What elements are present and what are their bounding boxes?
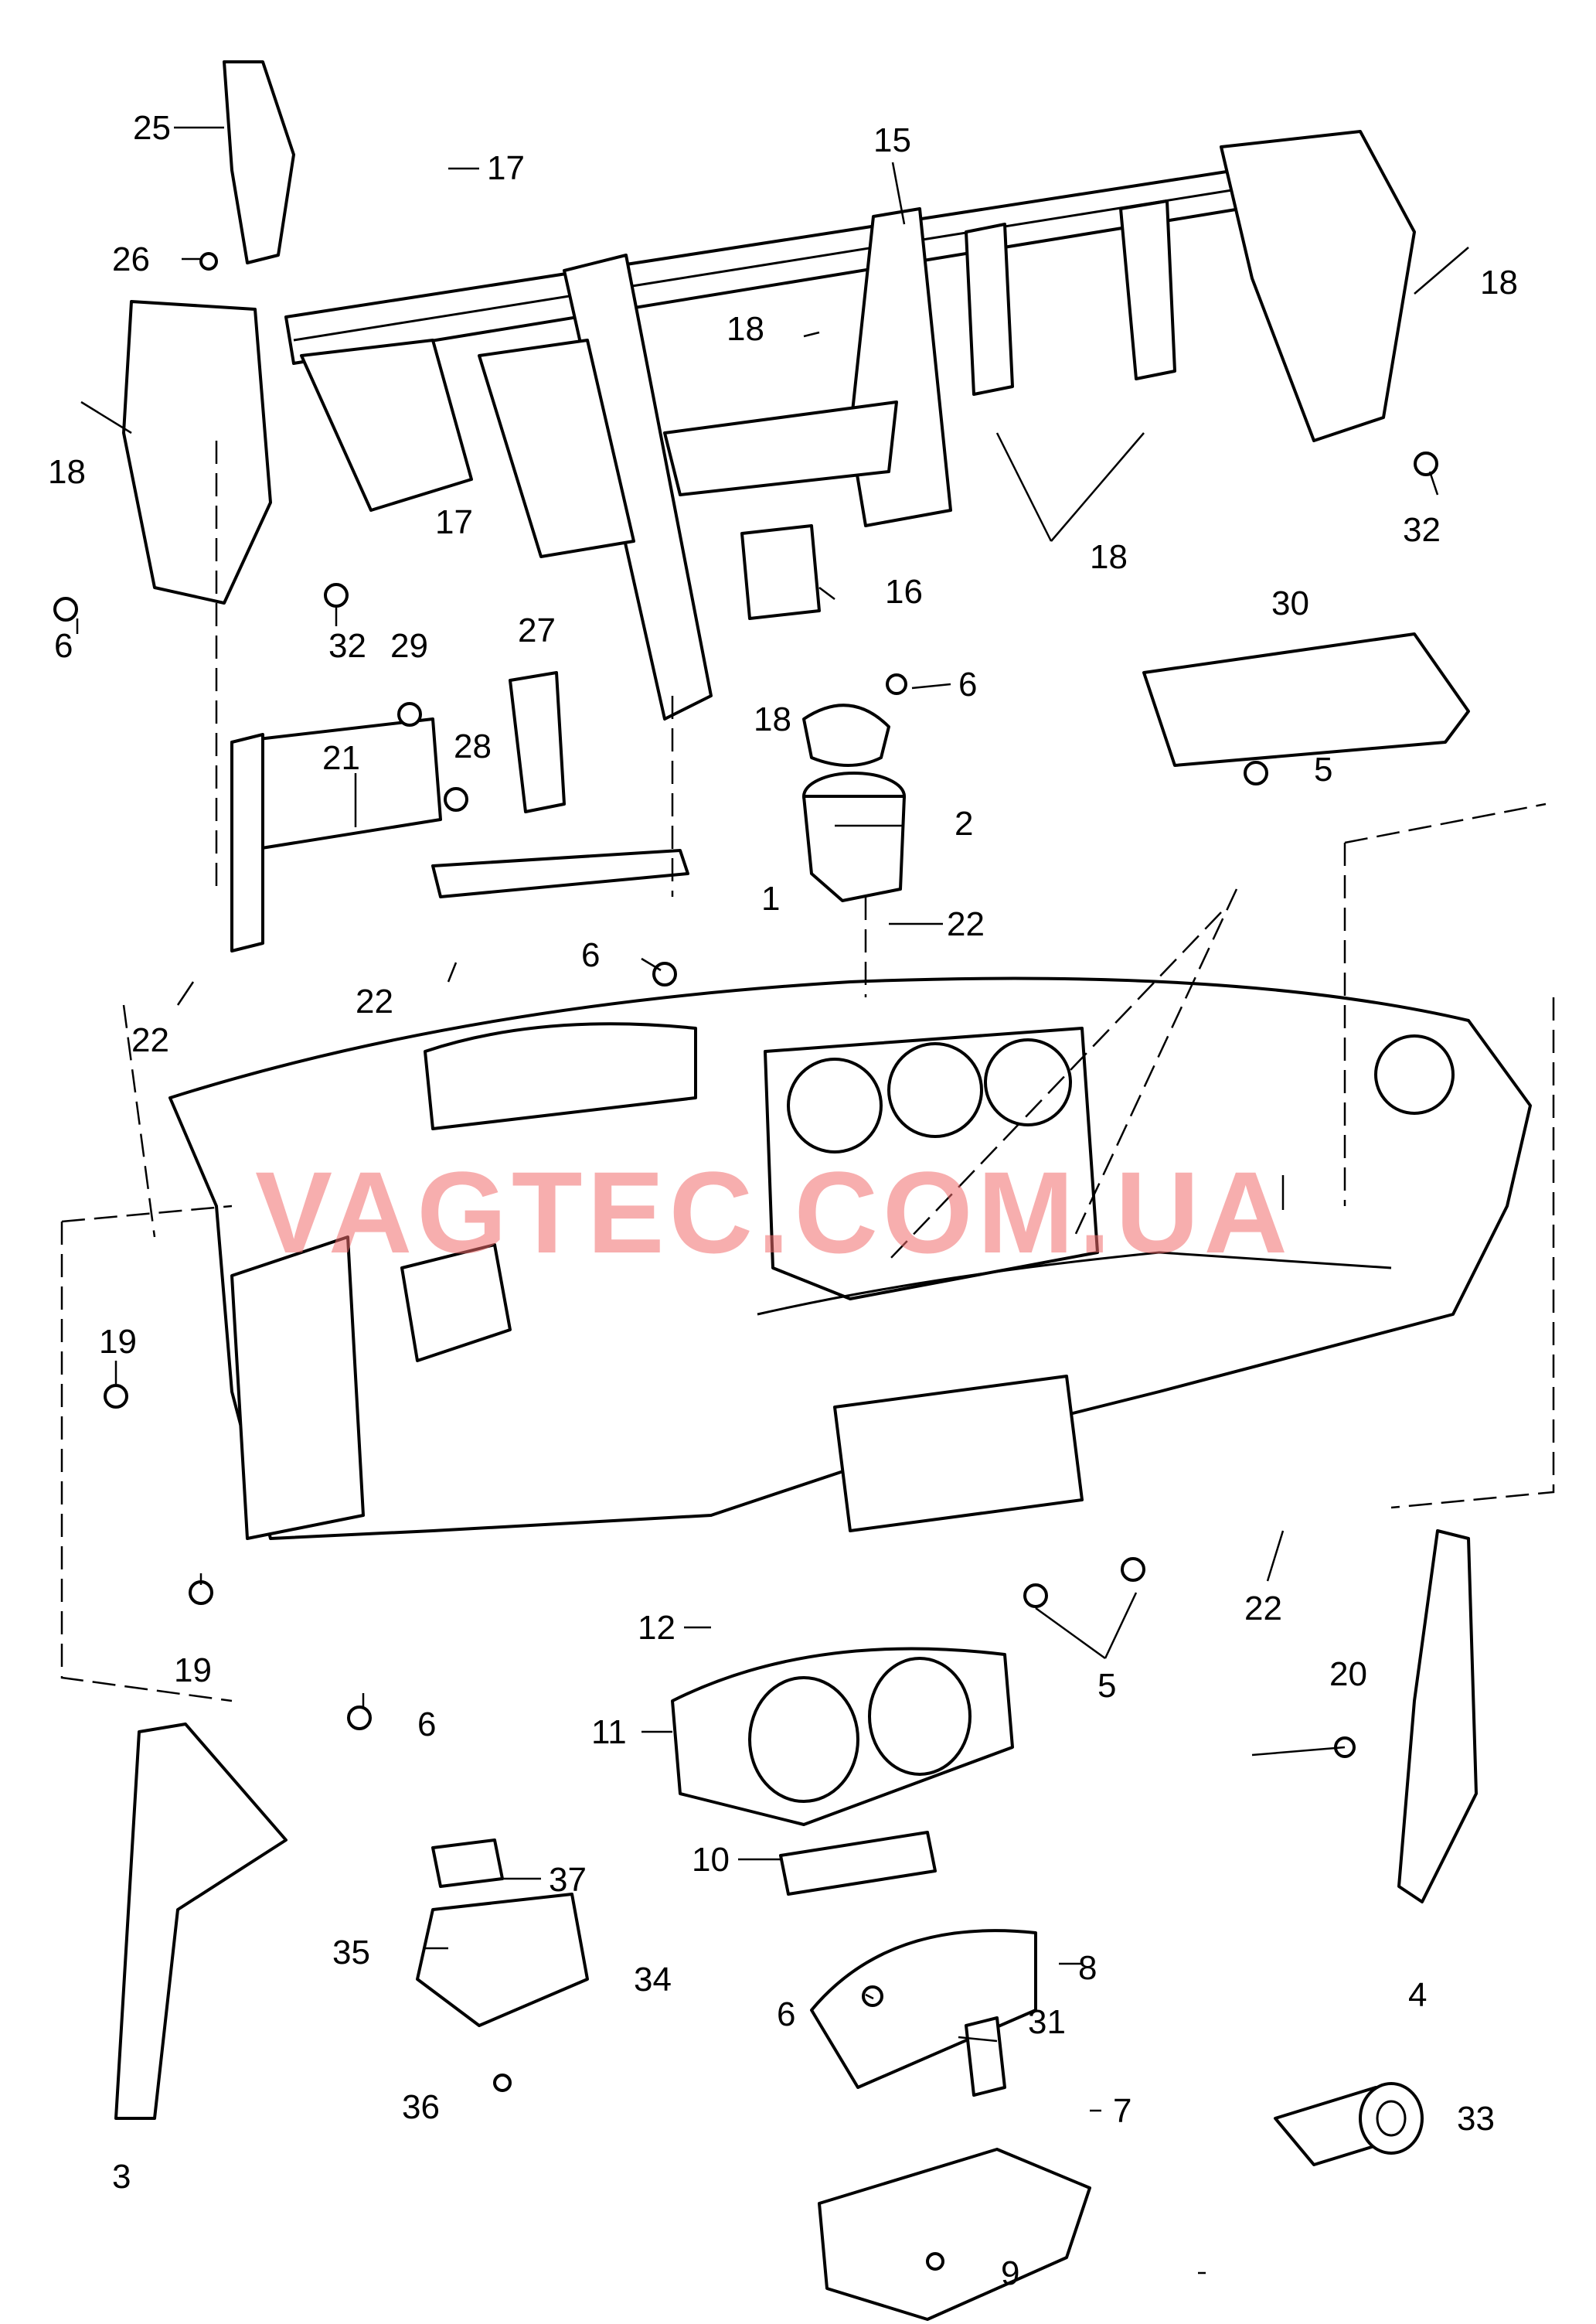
label-26: 26: [112, 240, 150, 278]
part-21-arm: [431, 849, 689, 898]
label-19-bottom: 19: [174, 1651, 212, 1689]
label-6-mid: 6: [581, 936, 600, 974]
part-8-shroud-upper: [810, 1929, 1037, 2089]
label-17-top: 17: [487, 149, 525, 187]
label-11: 11: [591, 1713, 627, 1751]
label-3: 3: [112, 2158, 131, 2196]
label-25: 25: [133, 109, 171, 147]
part-21-rail: [230, 733, 264, 952]
part-10-trim: [779, 1831, 937, 1896]
part-37-cap: [431, 1838, 504, 1888]
assembly-lines: [60, 441, 1555, 1702]
part-3-trim: [114, 1723, 288, 2120]
label-16: 16: [885, 573, 923, 611]
label-22-ignition: 22: [947, 905, 985, 943]
label-10: 10: [692, 1841, 730, 1879]
label-36: 36: [402, 2088, 440, 2126]
label-7: 7: [1113, 2092, 1131, 2130]
watermark: VAGTEC.COM.UA: [255, 1147, 1292, 1277]
label-15: 15: [873, 121, 911, 159]
label-4: 4: [1408, 1976, 1427, 2014]
part-4-side-trim: [1397, 1529, 1478, 1903]
label-18-left: 18: [48, 453, 86, 491]
label-6-ignition: 6: [958, 666, 977, 704]
part-31-clip: [965, 2016, 1006, 2097]
label-1: 1: [761, 880, 780, 918]
label-22-right: 22: [1244, 1590, 1282, 1627]
part-34-cover: [416, 1893, 589, 2027]
label-37: 37: [549, 1861, 587, 1899]
label-30: 30: [1271, 584, 1309, 622]
label-32-left: 32: [328, 627, 366, 665]
label-6-bottom-left: 6: [417, 1706, 436, 1743]
label-6-left: 6: [54, 627, 73, 665]
label-17-mid: 17: [435, 503, 473, 541]
label-6-column: 6: [777, 1995, 795, 2033]
label-33: 33: [1457, 2100, 1495, 2138]
leader-lines: [76, 126, 1469, 2275]
part-27-bracket: [509, 671, 566, 813]
label-18-center: 18: [727, 310, 764, 348]
label-8: 8: [1078, 1949, 1097, 1987]
label-5-bottom: 5: [1097, 1667, 1116, 1705]
label-31: 31: [1028, 2003, 1066, 2041]
label-20: 20: [1329, 1655, 1367, 1693]
label-28: 28: [454, 728, 492, 765]
label-34: 34: [634, 1961, 672, 1999]
label-32-right: 32: [1403, 511, 1441, 549]
part-25-bracket: [223, 60, 295, 264]
fasteners: [53, 252, 1438, 2271]
label-21: 21: [322, 739, 360, 777]
part-11-cluster-housing: [671, 1647, 1014, 1826]
label-18-bottom: 18: [754, 700, 791, 738]
label-2: 2: [955, 805, 973, 843]
part-7-shroud-lower: [818, 2148, 1091, 2321]
part-16-module: [740, 524, 821, 620]
cross-car-beam: [122, 130, 1416, 721]
label-19-top: 19: [99, 1323, 137, 1361]
label-12: 12: [638, 1609, 675, 1647]
part-33-tape: [1274, 2082, 1424, 2166]
label-27: 27: [518, 612, 556, 649]
label-9: 9: [1001, 2254, 1019, 2292]
label-18-lower-right: 18: [1090, 538, 1128, 576]
label-35: 35: [332, 1934, 370, 1971]
part-2-housing: [802, 704, 906, 902]
part-30-bracket: [1142, 632, 1470, 767]
callout-labels: 25 26 17 15 18 18 18 32 17 18 16 32 6 29…: [48, 109, 1518, 2292]
label-18-top-right: 18: [1480, 264, 1518, 302]
label-22-mid: 22: [356, 983, 393, 1021]
label-29: 29: [390, 627, 428, 665]
dashboard-panel: [168, 976, 1532, 1540]
label-22-left: 22: [131, 1021, 169, 1059]
label-5-top: 5: [1314, 751, 1332, 789]
